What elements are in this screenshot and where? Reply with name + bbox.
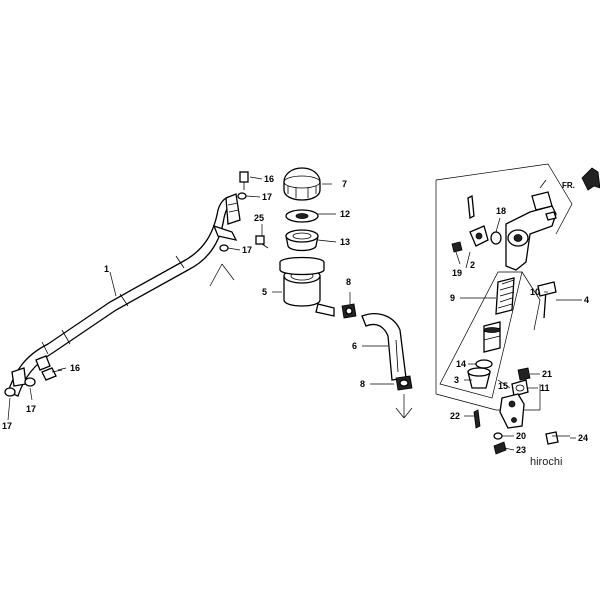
- front-direction-indicator: FR.: [562, 167, 600, 191]
- washer-20: [493, 432, 503, 440]
- sealing-washer-upper-b: [219, 244, 229, 252]
- part-label-17b: 17: [242, 245, 252, 255]
- part-label-5: 5: [262, 287, 267, 297]
- part-number-labels: 1 2 3 4 5 6 7 8 8 9 10 11 12 13 14 15 16…: [2, 174, 589, 455]
- o-ring-18: [490, 231, 502, 245]
- part-label-22: 22: [450, 411, 460, 421]
- front-arrow-icon: [581, 167, 600, 191]
- brake-hose: [4, 193, 241, 397]
- cotter-pin-23: [493, 441, 507, 455]
- leader-lines: [7, 176, 582, 451]
- part-label-14: 14: [456, 359, 466, 369]
- hose-end-arrow: [395, 394, 413, 419]
- hose-bolt-lower: [41, 367, 63, 381]
- part-label-23: 23: [516, 445, 526, 455]
- hose-bolt-upper: [239, 171, 249, 190]
- part-label-17c: 17: [26, 404, 36, 414]
- reservoir-bolt: [255, 235, 269, 249]
- diaphragm-plate: [285, 209, 319, 223]
- part-label-17d: 17: [2, 421, 12, 431]
- part-label-25: 25: [254, 213, 264, 223]
- part-label-3: 3: [454, 375, 459, 385]
- clevis-15: [499, 393, 525, 429]
- piston-set-outline: [439, 271, 541, 399]
- part-label-8b: 8: [360, 379, 365, 389]
- reservoir-hose: [361, 313, 407, 381]
- spring: [495, 277, 515, 315]
- part-label-10: 10: [530, 287, 540, 297]
- front-direction-badge: FR.: [562, 181, 575, 190]
- watermark: hirochi: [530, 456, 562, 468]
- part-label-11: 11: [540, 383, 550, 393]
- part-label-24: 24: [578, 433, 588, 443]
- piston: [483, 321, 501, 353]
- bolt-24: [545, 431, 570, 445]
- part-label-18: 18: [496, 206, 506, 216]
- nut-21: [517, 367, 531, 381]
- master-cylinder-body: [505, 179, 557, 271]
- sealing-washer-upper-a: [237, 192, 247, 200]
- boot-3: [467, 367, 491, 389]
- reservoir: [279, 256, 335, 317]
- part-label-15: 15: [498, 381, 508, 391]
- hose-connection-marker: [209, 263, 235, 287]
- reservoir-cap: [283, 167, 321, 201]
- pin-22: [473, 409, 481, 429]
- part-label-9: 9: [450, 293, 455, 303]
- part-label-7: 7: [342, 179, 347, 189]
- screw-19: [451, 241, 463, 253]
- part-label-2: 2: [470, 260, 475, 270]
- part-label-17a: 17: [262, 192, 272, 202]
- push-rod: [537, 281, 557, 319]
- cylinder-joint: [467, 194, 489, 247]
- part-label-21: 21: [542, 369, 552, 379]
- part-label-13: 13: [340, 237, 350, 247]
- part-label-8a: 8: [346, 277, 351, 287]
- part-label-16b: 16: [70, 363, 80, 373]
- part-label-4: 4: [584, 295, 589, 305]
- part-label-16a: 16: [264, 174, 274, 184]
- hose-clip-lower: [395, 375, 413, 391]
- part-label-19: 19: [452, 268, 462, 278]
- joint-11: [511, 379, 529, 397]
- hose-clip-upper: [341, 303, 357, 319]
- part-label-12: 12: [340, 209, 350, 219]
- part-label-1: 1: [104, 264, 109, 274]
- diaphragm: [285, 229, 319, 252]
- cup-14: [475, 359, 493, 369]
- part-label-6: 6: [352, 341, 357, 351]
- part-label-20: 20: [516, 431, 526, 441]
